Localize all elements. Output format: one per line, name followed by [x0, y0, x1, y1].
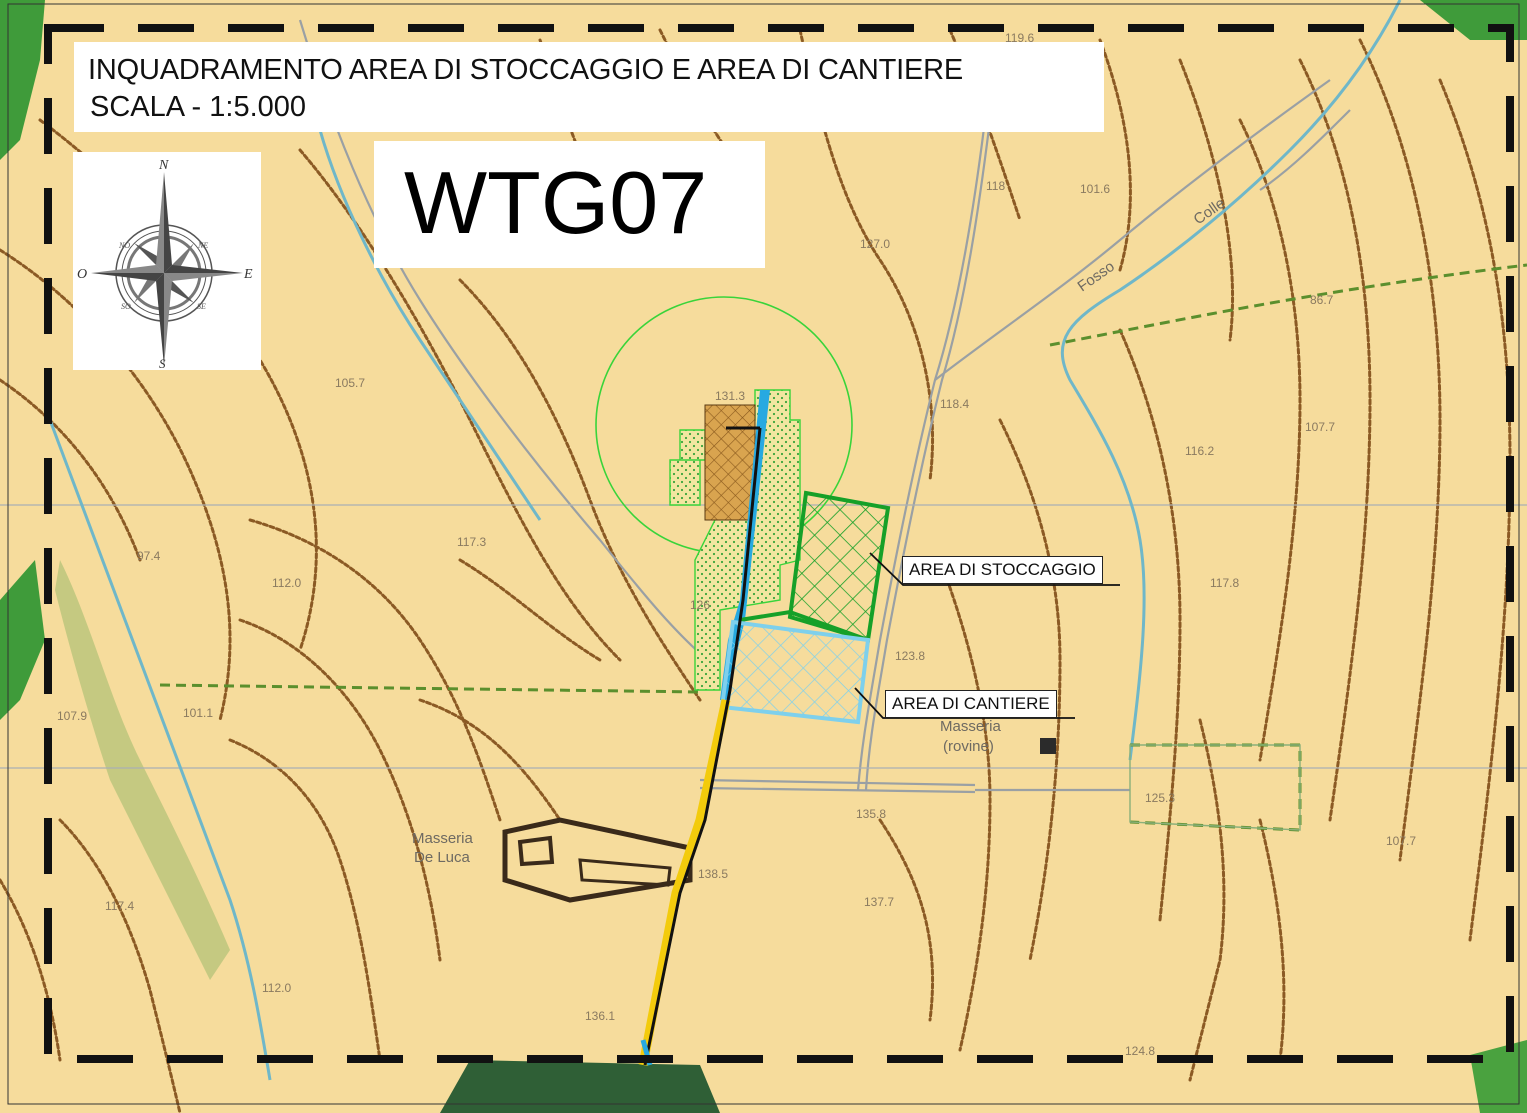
compass-no: NO — [118, 241, 130, 250]
elev-label: 117.4 — [105, 899, 134, 913]
compass-n: N — [158, 158, 169, 173]
elev-label: 135.8 — [856, 807, 886, 821]
elev-label: 105.7 — [335, 376, 365, 390]
compass-e: E — [243, 267, 253, 282]
storage-callout-leader — [869, 552, 1120, 586]
cable-route-yellow — [638, 699, 731, 1066]
compass-se: SE — [197, 302, 206, 311]
storage-area-edge — [739, 609, 869, 642]
contour-lines — [0, 28, 1512, 1113]
stream-label: Fosso — [1075, 258, 1118, 295]
elev-label: 86.7 — [1310, 293, 1334, 307]
place-label: De Luca — [414, 849, 471, 866]
elev-label: 107.7 — [1386, 834, 1416, 848]
place-label: Masseria — [940, 718, 1002, 735]
turbine-code: WTG07 — [404, 153, 708, 252]
ruins-building — [1040, 738, 1056, 754]
compass-o: O — [77, 267, 87, 282]
elev-label: 119.6 — [1005, 31, 1034, 45]
elev-label: 131.3 — [715, 389, 745, 403]
map-scale: SCALA - 1:5.000 — [90, 91, 307, 123]
streams — [48, 0, 1402, 1081]
site-area-polygon — [719, 619, 871, 725]
foundation-area — [704, 404, 756, 521]
farmhouse-masseria-de-luca — [502, 817, 693, 903]
map-frame — [44, 24, 1514, 1063]
compass-box: N S E O NO NE SO SE — [73, 152, 261, 370]
outer-neatline — [7, 3, 1520, 1105]
elev-label: 112.0 — [272, 576, 301, 590]
elev-label: 101.6 — [1080, 182, 1110, 196]
elev-label: 117.3 — [457, 535, 486, 549]
elev-label: 125.3 — [1145, 791, 1175, 805]
turbine-code-box: WTG07 — [374, 141, 765, 268]
elev-label: 127.0 — [860, 237, 890, 251]
elev-label: 97.4 — [137, 549, 161, 563]
elev-label: 112.0 — [262, 981, 291, 995]
elev-label: 107.9 — [57, 709, 87, 723]
map-title-box: INQUADRAMENTO AREA DI STOCCAGGIO E AREA … — [74, 42, 1104, 132]
compass-so: SO — [121, 302, 131, 311]
elev-label: 118.4 — [940, 397, 969, 411]
parcel-outline — [1129, 744, 1301, 831]
elev-label: 107.7 — [1305, 420, 1335, 434]
elev-label: 118 — [986, 179, 1005, 193]
site-callout-leader — [854, 687, 1075, 719]
elevation-labels: 119.6 118 101.6 127.0 86.7 118.4 107.7 1… — [57, 31, 1416, 1058]
cable-route-black — [643, 427, 762, 1066]
compass-rose-icon: N S E O NO NE SO SE — [77, 158, 253, 370]
site-area-callout: AREA DI CANTIERE — [885, 690, 1057, 718]
compass-ne: NE — [197, 241, 208, 250]
platform-extension — [669, 429, 706, 506]
elev-label: 117.8 — [1210, 576, 1239, 590]
place-label: (rovine) — [943, 738, 994, 755]
elev-label: 101.1 — [183, 706, 213, 720]
place-label: Masseria — [412, 830, 474, 847]
elev-label: 126 — [690, 598, 710, 612]
compass-s: S — [159, 356, 166, 370]
elev-label: 137.7 — [864, 895, 894, 909]
map-title: INQUADRAMENTO AREA DI STOCCAGGIO E AREA … — [88, 54, 964, 86]
elev-label: 123.8 — [895, 649, 925, 663]
elev-label: 138.5 — [698, 867, 728, 881]
elev-label: 116.2 — [1185, 444, 1214, 458]
storage-area-callout: AREA DI STOCCAGGIO — [902, 556, 1103, 584]
elev-label: 124.8 — [1125, 1044, 1155, 1058]
elev-label: 136.1 — [585, 1009, 615, 1023]
